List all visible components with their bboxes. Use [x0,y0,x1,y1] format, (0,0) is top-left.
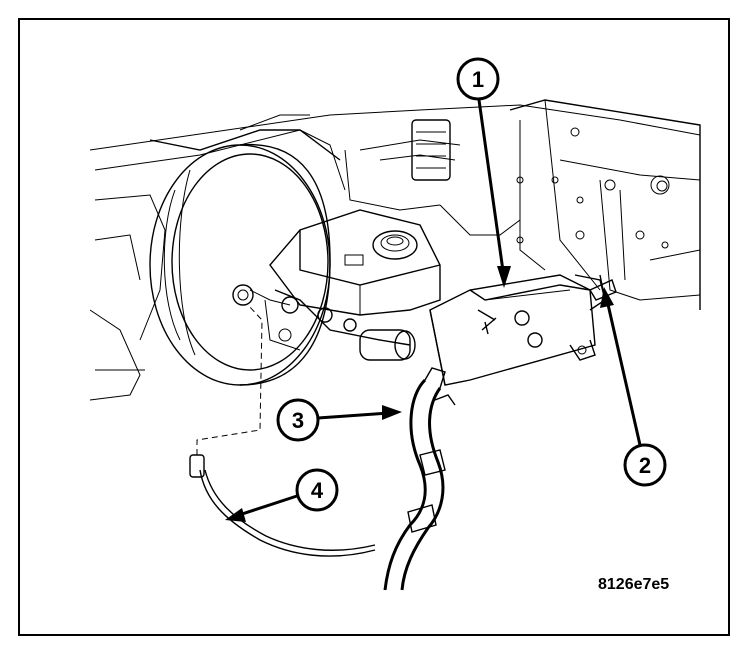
callout-1-label: 1 [472,67,484,92]
callout-2: 2 [623,443,667,487]
callout-4-label: 4 [311,478,324,503]
bracket-assembly [429,274,606,386]
electrical-connector-wire [189,304,376,557]
vacuum-hose [383,367,456,591]
vehicle-body-structure [89,99,701,401]
callout-3-label: 3 [292,408,304,433]
callout-2-label: 2 [639,453,651,478]
master-cylinder [264,209,441,361]
brake-booster [149,143,331,386]
callout-3: 3 [276,398,320,442]
callout-1: 1 [456,57,500,101]
callout-leaders [225,99,642,522]
figure-frame [18,18,730,636]
figure-code: 8126e7e5 [598,576,669,593]
callout-4: 4 [295,468,339,512]
